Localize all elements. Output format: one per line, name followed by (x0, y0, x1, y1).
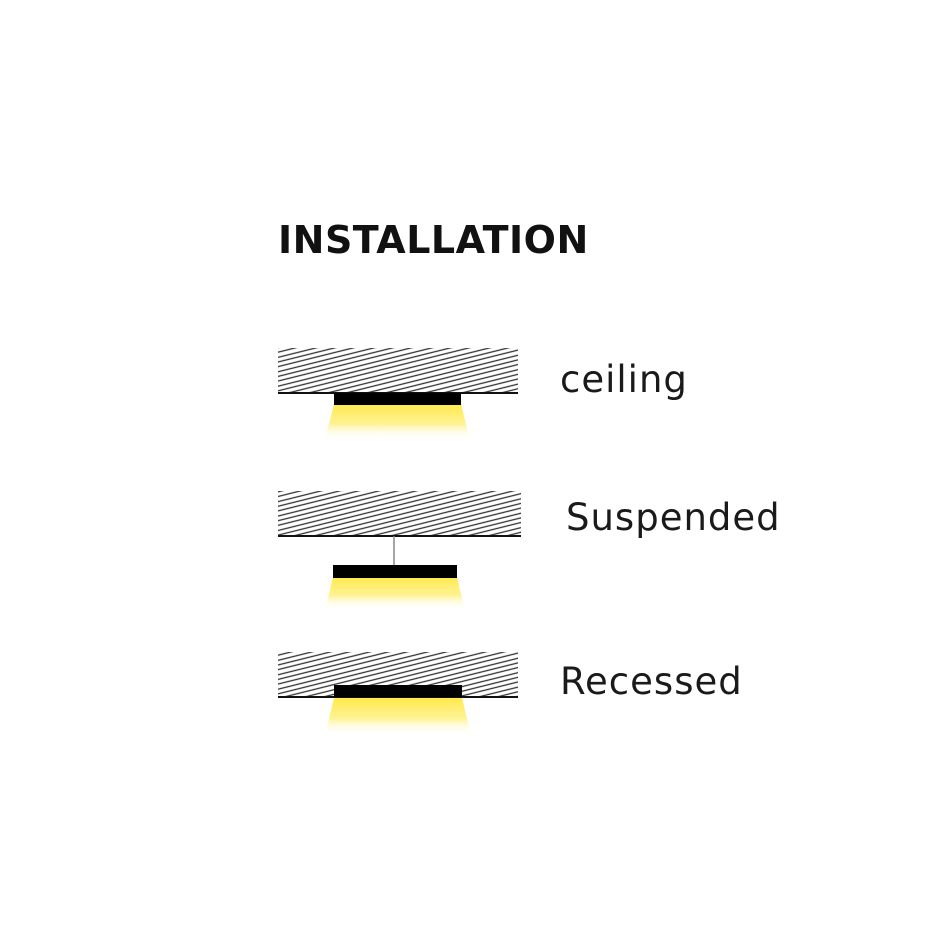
suspended-diagram (278, 491, 521, 610)
light-fixture (333, 565, 457, 578)
light-beam (325, 404, 470, 440)
recessed-diagram (278, 652, 518, 735)
ceiling-slab (278, 348, 518, 393)
label-ceiling: ceiling (560, 358, 688, 401)
ceiling-diagram (278, 348, 518, 440)
page-title: INSTALLATION (278, 218, 589, 262)
light-beam (325, 698, 471, 735)
light-fixture (334, 393, 461, 405)
label-suspended: Suspended (566, 496, 781, 539)
light-fixture (334, 685, 462, 697)
label-recessed: Recessed (560, 660, 743, 703)
ceiling-slab (278, 491, 521, 536)
light-beam (325, 577, 465, 610)
